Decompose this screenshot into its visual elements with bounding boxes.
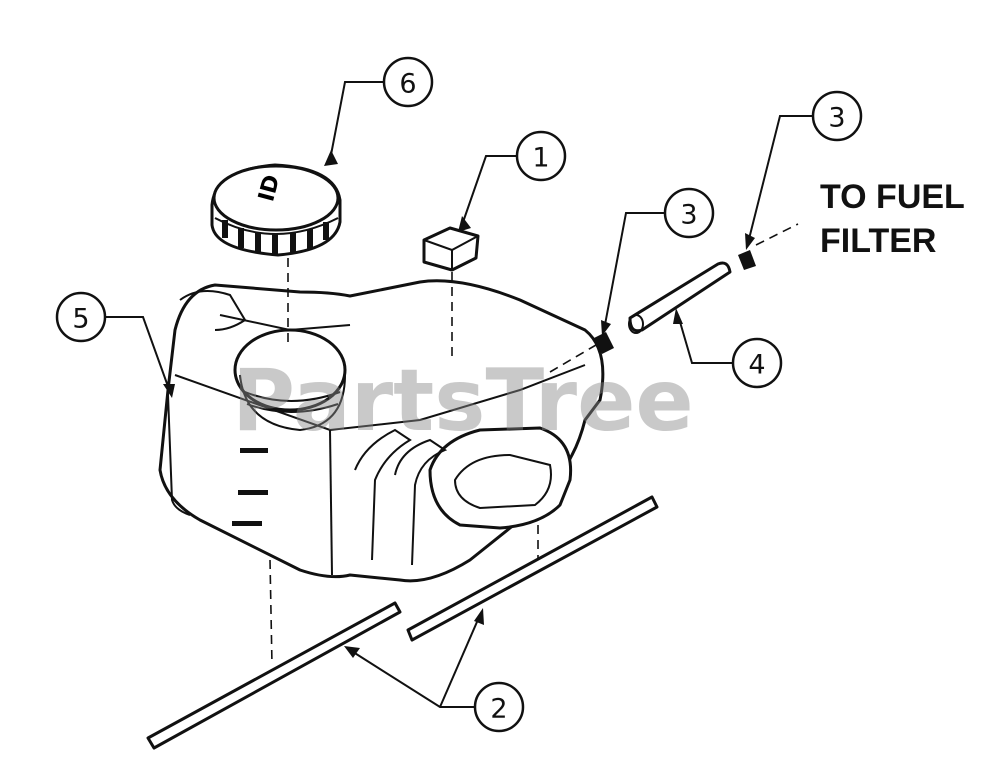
hose-clamp-upper [738,250,756,270]
callout-4: 4 [731,337,783,389]
leader-lines [104,81,813,708]
hose-clamp-lower [594,332,614,354]
callout-1-label: 1 [532,143,549,174]
callout-6: 6 [382,56,434,108]
mounting-strip-right [406,495,659,642]
to-fuel-filter-label-line1: TO FUEL [820,178,965,216]
callout-5-label: 5 [72,304,89,335]
watermark: PartsTree [232,351,694,451]
foam-block [422,226,480,272]
alignment-lines [269,223,799,666]
callout-3-lower-label: 3 [680,200,697,231]
callout-1: 1 [515,130,567,182]
callout-5: 5 [55,291,107,343]
callout-3-upper-label: 3 [828,103,845,134]
mounting-strip-left [146,601,402,750]
callout-2-label: 2 [490,694,507,725]
callout-2: 2 [473,681,525,733]
callout-6-label: 6 [399,69,416,100]
callout-4-label: 4 [748,350,765,381]
callout-3-lower: 3 [663,187,715,239]
fuel-tank [158,279,605,583]
to-fuel-filter-label-line2: FILTER [820,222,936,260]
fuel-hose [628,261,732,334]
cap-knurl [222,220,329,254]
fuel-cap: ID [210,163,342,257]
callout-3-upper: 3 [811,90,863,142]
